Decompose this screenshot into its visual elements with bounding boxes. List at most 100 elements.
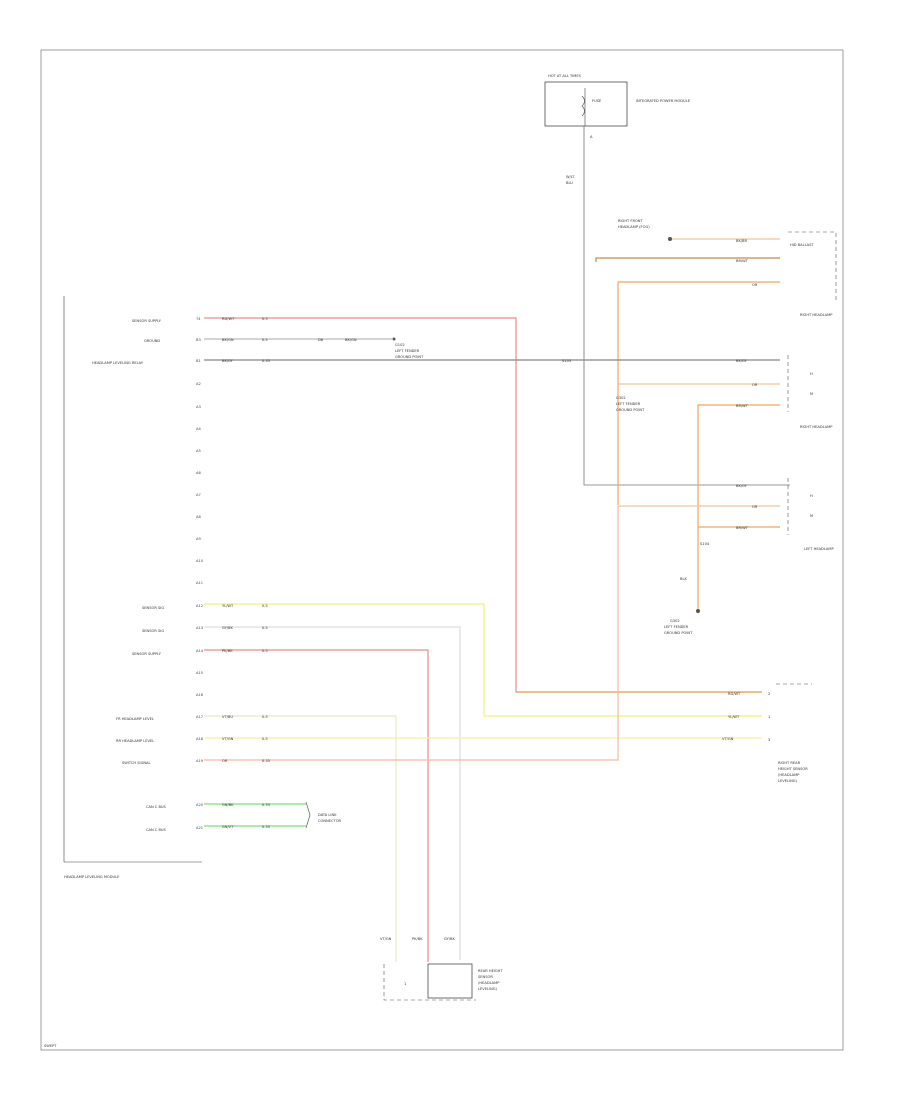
pin-mark: M: [810, 392, 813, 396]
pin-label: A8: [196, 515, 201, 519]
fuse-pin: A: [590, 135, 593, 139]
right-headlamp-group-label: RIGHT HEADLAMP: [800, 313, 833, 317]
wire-sensor-supply: [204, 317, 762, 693]
fuse-name-label: INTEGRATED POWER MODULE: [636, 99, 691, 103]
wire-code: VT/GN: [380, 937, 392, 941]
component-label: REAR HEIGHT: [478, 969, 503, 973]
module-outline: [63, 296, 202, 863]
ground-label: G102: [395, 343, 405, 347]
signal-label: SENSOR SIG: [142, 629, 164, 633]
wire-code: BK/GY: [736, 484, 748, 488]
pin-label: A17: [196, 715, 203, 719]
wire-sensor-sig-front: [204, 603, 762, 717]
ground-label: GROUND POINT: [395, 355, 424, 359]
pin-label: A15: [196, 671, 203, 675]
pin-label: A19: [196, 759, 204, 763]
signal-label: FR HEADLAMP LEVEL: [116, 717, 154, 721]
wire-gauge: 0.35: [262, 803, 270, 807]
footer-label: SWEPT: [44, 1044, 57, 1048]
fuse-top-label: HOT AT ALL TIMES: [548, 74, 582, 78]
feed-color-b: BLU: [566, 181, 573, 185]
wire-sensor-sig-rear: [204, 626, 461, 960]
module-signal-labels: SENSOR SUPPLY GROUND HEADLAMP LEVELING R…: [92, 319, 167, 832]
module-name: HEADLAMP LEVELING MODULE: [64, 875, 120, 879]
pin-label: A3: [196, 405, 201, 409]
component-label: LEVELING): [778, 779, 798, 783]
pin-label: A13: [196, 626, 203, 630]
signal-label: SWITCH SIGNAL: [122, 761, 151, 765]
pin-label: 74: [196, 317, 201, 321]
module-pins: 74 B3 B1 A2 A3 A4 A5 A6 A7 A8 A9 A10 A11…: [196, 317, 204, 830]
component-label: LEFT HEADLAMP: [804, 547, 834, 551]
wire-code: PK/BK: [412, 937, 423, 941]
wire-gauge: 0.5: [262, 604, 268, 608]
pin-mark: 1: [404, 982, 406, 986]
wire-code: YL/WT: [728, 715, 740, 719]
wire-code: BK/GY: [222, 359, 234, 363]
pin-label: B3: [196, 338, 201, 342]
wire-code: RD/WT: [728, 692, 741, 696]
ground-label: LEFT FENDER: [664, 625, 689, 629]
wire-code: BK/GY: [736, 359, 748, 363]
wire-switch-signal: [204, 506, 619, 761]
wire-gauge: 0.35: [262, 825, 270, 829]
ground-label: LEFT FENDER: [395, 349, 420, 353]
diagram-frame: [40, 49, 844, 1051]
wire-gauge: 0.35: [262, 759, 270, 763]
signal-label: SENSOR SUPPLY: [132, 319, 162, 323]
component-label: (HEADLAMP: [478, 981, 500, 985]
hid-module-label: HID BALLAST: [790, 243, 814, 247]
splice-label: LEFT FENDER: [616, 402, 641, 406]
wire-rear-sensor-supply: [204, 649, 429, 962]
wire-code: PK/BK: [222, 649, 233, 653]
connector-label: CONNECTOR: [318, 819, 342, 823]
component-label: RIGHT HEADLAMP: [800, 425, 833, 429]
wire-code: GN/VT: [222, 825, 234, 829]
wire-code: VT/BU: [222, 715, 233, 719]
pin-mark: 1: [768, 715, 770, 719]
pin-label: A20: [196, 803, 204, 807]
pin-label: A12: [196, 604, 203, 608]
component-label: SENSOR: [478, 975, 493, 979]
wire-code: BK/GN: [222, 338, 234, 342]
wire-code: OR: [752, 505, 758, 509]
component-label: LEVELING): [478, 987, 498, 991]
wire-code: YL/WT: [222, 604, 234, 608]
ground-label: G302: [670, 619, 680, 623]
pin-label: A21: [196, 826, 203, 830]
wire-code: OR: [222, 759, 228, 763]
wire-code: GY/BK: [222, 626, 233, 630]
component-label: HEIGHT SENSOR: [778, 767, 808, 771]
wire-fr-level: [204, 715, 397, 962]
signal-label: SENSOR SIG: [142, 606, 164, 610]
wire-code: OR: [752, 383, 758, 387]
pin-label: A16: [196, 693, 204, 697]
wire-gauge: 0.5: [262, 649, 268, 653]
pin-label: A5: [196, 449, 201, 453]
wire-code: GY/BK: [444, 937, 455, 941]
wire-gauge: 0.5: [262, 338, 268, 342]
wire-color: BLK: [680, 577, 687, 581]
right-ground-label: RIGHT FRONT: [618, 219, 643, 223]
signal-label: SENSOR SUPPLY: [132, 652, 162, 656]
pin-mark: H: [810, 372, 813, 376]
wire-code: VT/GN: [722, 737, 734, 741]
pin-label: B1: [196, 359, 201, 363]
wire-gauge: 0.5: [262, 626, 268, 630]
pin-mark: M: [810, 514, 813, 518]
fuse-block-label: FUSE: [592, 99, 602, 103]
hid-group: RIGHT FRONT HEADLAMP (FOG) BK/BR BR/WT O…: [595, 219, 837, 505]
fuse-block: HOT AT ALL TIMES FUSE INTEGRATED POWER M…: [544, 74, 691, 139]
wire-code: OR: [752, 283, 758, 287]
pin-label: A2: [196, 382, 201, 386]
ground-label: GROUND POINT: [664, 631, 693, 635]
pin-mark: H: [810, 494, 813, 498]
pin-label: A4: [196, 427, 201, 431]
signal-label: CAN C BUS: [146, 805, 167, 809]
wire-code: VT/GN: [222, 737, 234, 741]
wire-code: BR/WT: [736, 526, 749, 530]
wire-gauge: 0.5: [262, 737, 268, 741]
pin-label: A10: [196, 559, 204, 563]
right-ground-label-2: HEADLAMP (FOG): [618, 225, 650, 229]
